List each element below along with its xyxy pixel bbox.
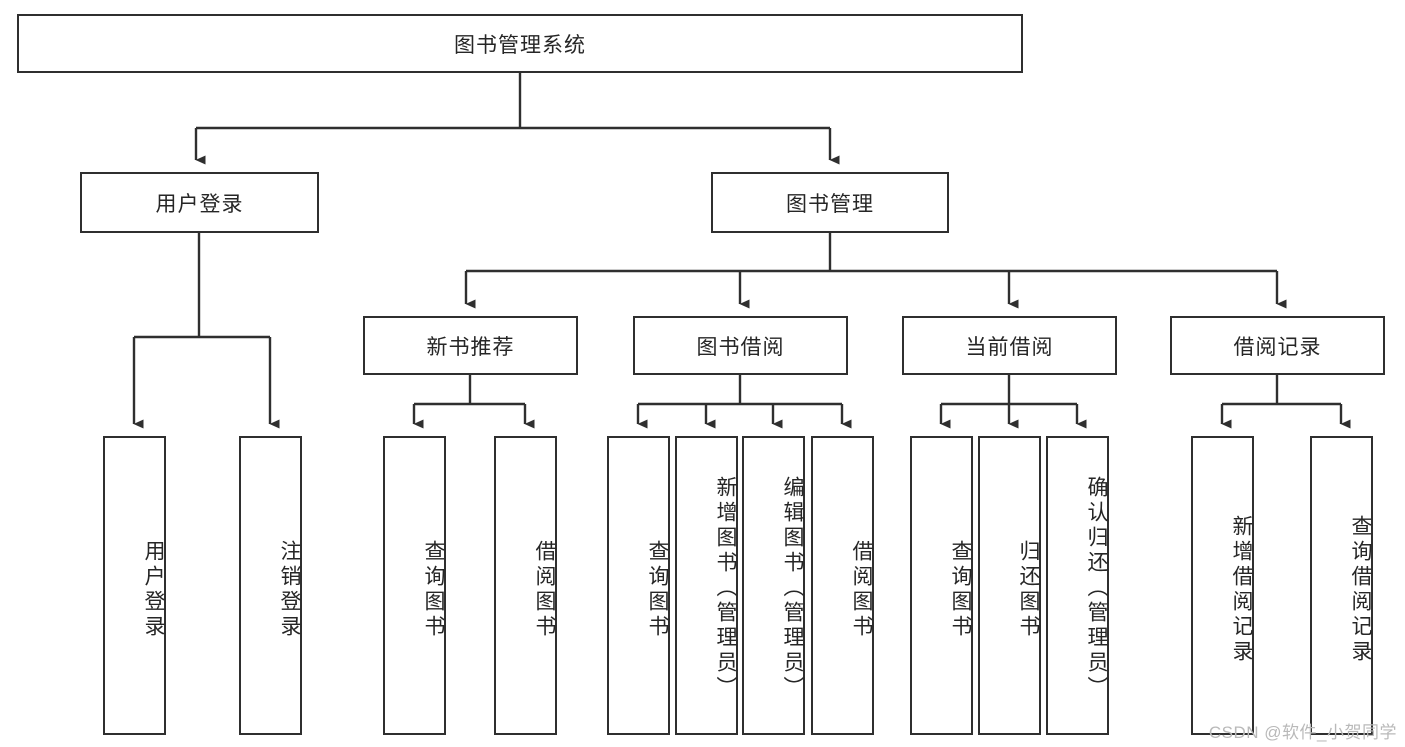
node-label: 查询图书 [422, 539, 445, 640]
node-leaf-query-record[interactable]: 查询借阅记录 [1310, 436, 1373, 735]
node-leaf-confirm-return[interactable]: 确认归还（管理员） [1046, 436, 1109, 735]
node-leaf-edit-book[interactable]: 编辑图书（管理员） [742, 436, 805, 735]
node-label: 图书管理 [786, 192, 874, 216]
node-book-management-system[interactable]: 图书管理系统 [17, 14, 1023, 73]
node-label: 注销登录 [278, 539, 301, 640]
node-leaf-borrow-book-2[interactable]: 借阅图书 [811, 436, 874, 735]
node-label: 查询借阅记录 [1349, 514, 1372, 665]
node-label: 图书管理系统 [454, 33, 586, 57]
node-label: 借阅图书 [533, 539, 556, 640]
node-user-login[interactable]: 用户登录 [80, 172, 319, 233]
node-borrow-record[interactable]: 借阅记录 [1170, 316, 1385, 375]
node-leaf-query-book-3[interactable]: 查询图书 [910, 436, 973, 735]
node-label: 编辑图书（管理员） [781, 476, 804, 701]
node-leaf-return-book[interactable]: 归还图书 [978, 436, 1041, 735]
node-label: 新增图书（管理员） [714, 476, 737, 701]
node-label: 图书借阅 [696, 335, 785, 359]
node-label: 归还图书 [1017, 539, 1040, 640]
node-label: 新增借阅记录 [1230, 514, 1253, 665]
node-book-borrow[interactable]: 图书借阅 [633, 316, 848, 375]
node-current-borrow[interactable]: 当前借阅 [902, 316, 1117, 375]
node-label: 新书推荐 [426, 335, 515, 359]
csdn-watermark: CSDN @软件_小贺同学 [1208, 723, 1397, 742]
node-leaf-query-book-2[interactable]: 查询图书 [607, 436, 670, 735]
node-leaf-user-login[interactable]: 用户登录 [103, 436, 166, 735]
node-label: 确认归还（管理员） [1085, 476, 1108, 701]
node-label: 借阅记录 [1233, 335, 1322, 359]
node-leaf-add-record[interactable]: 新增借阅记录 [1191, 436, 1254, 735]
node-label: 查询图书 [949, 539, 972, 640]
node-label: 当前借阅 [965, 335, 1054, 359]
node-label: 查询图书 [646, 539, 669, 640]
node-leaf-add-book[interactable]: 新增图书（管理员） [675, 436, 738, 735]
node-label: 用户登录 [142, 539, 165, 640]
node-leaf-borrow-book-1[interactable]: 借阅图书 [494, 436, 557, 735]
node-label: 借阅图书 [850, 539, 873, 640]
node-leaf-user-logout[interactable]: 注销登录 [239, 436, 302, 735]
node-book-manage[interactable]: 图书管理 [711, 172, 949, 233]
node-new-book-recommend[interactable]: 新书推荐 [363, 316, 578, 375]
node-leaf-query-book-1[interactable]: 查询图书 [383, 436, 446, 735]
node-label: 用户登录 [155, 192, 244, 216]
